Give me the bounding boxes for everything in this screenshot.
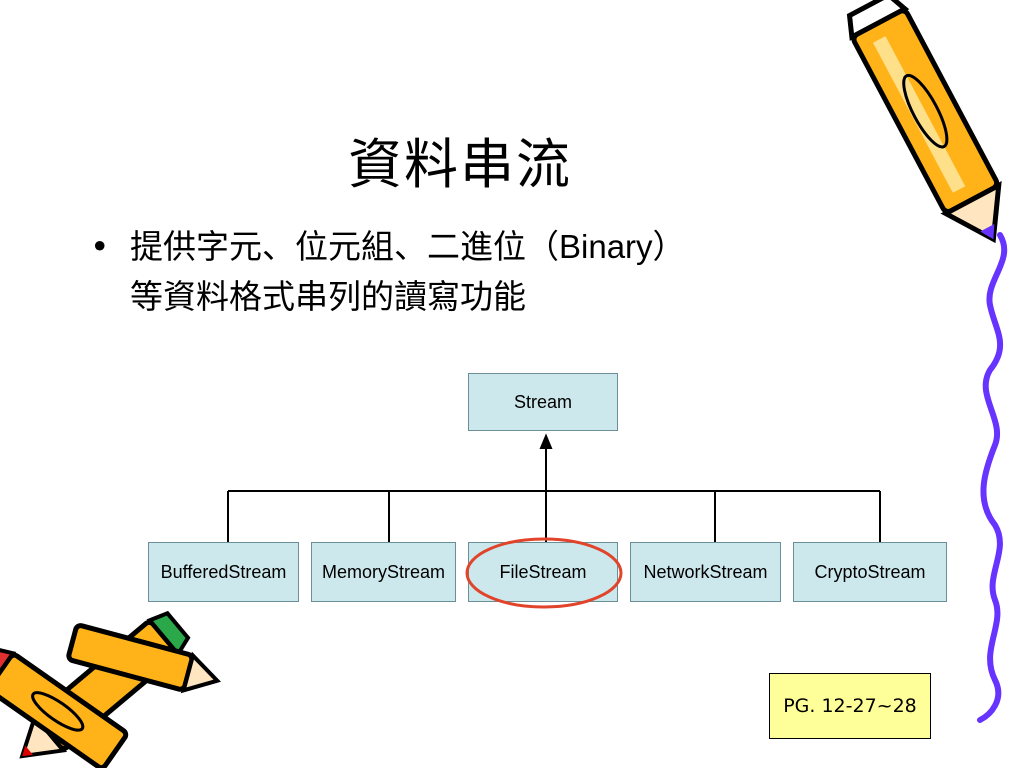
page-reference-box: PG. 12-27~28 (769, 673, 931, 739)
bullet-text: 提供字元、位元組、二進位（Binary） 等資料格式串列的讀寫功能 (130, 222, 910, 322)
bullet-line1-prefix: 提供字元、位元組、二進位（ (130, 227, 559, 266)
diagram-connectors (227, 433, 881, 542)
bullet-line1-en: Binary (559, 228, 653, 265)
node-memorystream: MemoryStream (311, 542, 456, 602)
squiggle-line (977, 232, 1008, 723)
node-bufferedstream: BufferedStream (148, 542, 299, 602)
node-filestream: FileStream (468, 542, 618, 602)
pencil-icon (0, 647, 129, 768)
node-networkstream: NetworkStream (630, 542, 781, 602)
node-stream: Stream (468, 373, 618, 431)
pencil-icon (846, 0, 1002, 244)
bullet-symbol: • (90, 227, 110, 266)
pencil-icon (66, 623, 222, 694)
bullet-line1-suffix: ） (652, 227, 686, 266)
slide-title: 資料串流 (348, 133, 572, 196)
node-cryptostream: CryptoStream (793, 542, 947, 602)
bullet-item: • 提供字元、位元組、二進位（Binary） 等資料格式串列的讀寫功能 (90, 222, 910, 322)
bullet-line2: 等資料格式串列的讀寫功能 (130, 277, 526, 316)
